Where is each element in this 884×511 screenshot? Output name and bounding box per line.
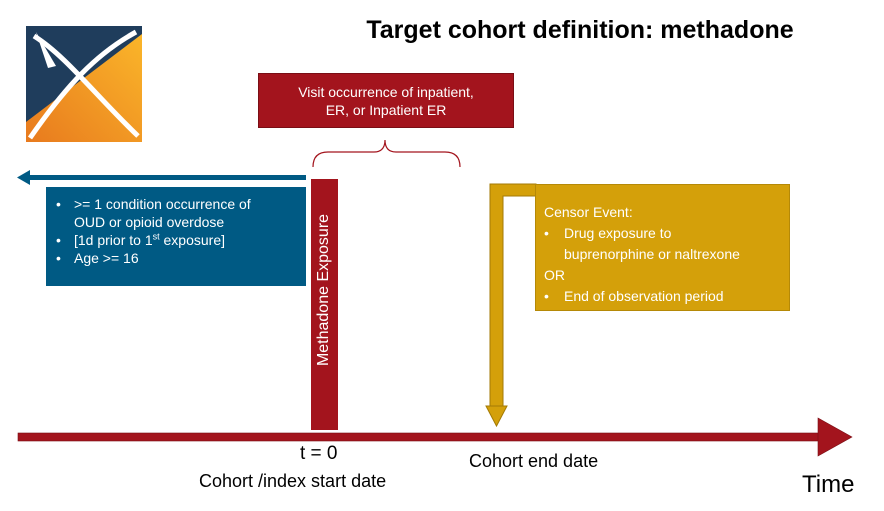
start-date-label: Cohort /index start date <box>199 471 387 491</box>
bullet-icon: • <box>56 232 61 248</box>
criteria-text: Age >= 16 <box>74 250 139 266</box>
censor-event-box: Censor Event: • Drug exposure to bupreno… <box>535 184 790 311</box>
criteria-superscript: st <box>152 231 160 242</box>
censor-text: End of observation period <box>564 288 724 304</box>
criteria-text: exposure] <box>159 232 226 248</box>
timeline-arrow-icon <box>17 417 853 457</box>
ohdsi-logo-icon <box>26 26 142 142</box>
t0-label: t = 0 <box>300 443 338 464</box>
criteria-item-window: • [1d prior to 1st exposure] <box>56 231 298 249</box>
bullet-icon: • <box>544 288 549 304</box>
visit-occurrence-box: Visit occurrence of inpatient, ER, or In… <box>258 73 514 128</box>
censor-heading: Censor Event: <box>544 204 633 220</box>
exposure-bar <box>311 179 338 430</box>
curly-brace-icon <box>312 139 461 168</box>
inclusion-criteria-box: • >= 1 condition occurrence of OUD or op… <box>46 187 306 286</box>
page-title: Target cohort definition: methadone <box>366 16 794 44</box>
censor-text: buprenorphine or naltrexone <box>564 246 740 262</box>
censor-item-observation: • End of observation period <box>544 286 781 307</box>
criteria-item-condition: • >= 1 condition occurrence of OUD or op… <box>56 195 298 231</box>
censor-text: Drug exposure to <box>564 225 672 241</box>
censor-down-arrow-icon <box>485 183 537 428</box>
criteria-text: [1d prior to 1 <box>74 232 153 248</box>
criteria-text: OUD or opioid overdose <box>74 214 225 230</box>
criteria-text: >= 1 condition occurrence of <box>74 196 251 212</box>
end-date-label: Cohort end date <box>469 451 599 471</box>
censor-or: OR <box>544 267 565 283</box>
exposure-label: Methadone Exposure <box>315 213 332 367</box>
visit-box-line2: ER, or Inpatient ER <box>325 101 447 118</box>
bullet-icon: • <box>544 225 549 241</box>
visit-box-line1: Visit occurrence of inpatient, <box>298 83 474 100</box>
criteria-item-age: • Age >= 16 <box>56 249 298 267</box>
bullet-icon: • <box>56 196 61 212</box>
bullet-icon: • <box>56 250 61 266</box>
lookback-arrow-icon <box>17 170 306 185</box>
censor-item-drug: • Drug exposure to buprenorphine or nalt… <box>544 223 781 265</box>
time-axis-label: Time <box>802 471 855 498</box>
